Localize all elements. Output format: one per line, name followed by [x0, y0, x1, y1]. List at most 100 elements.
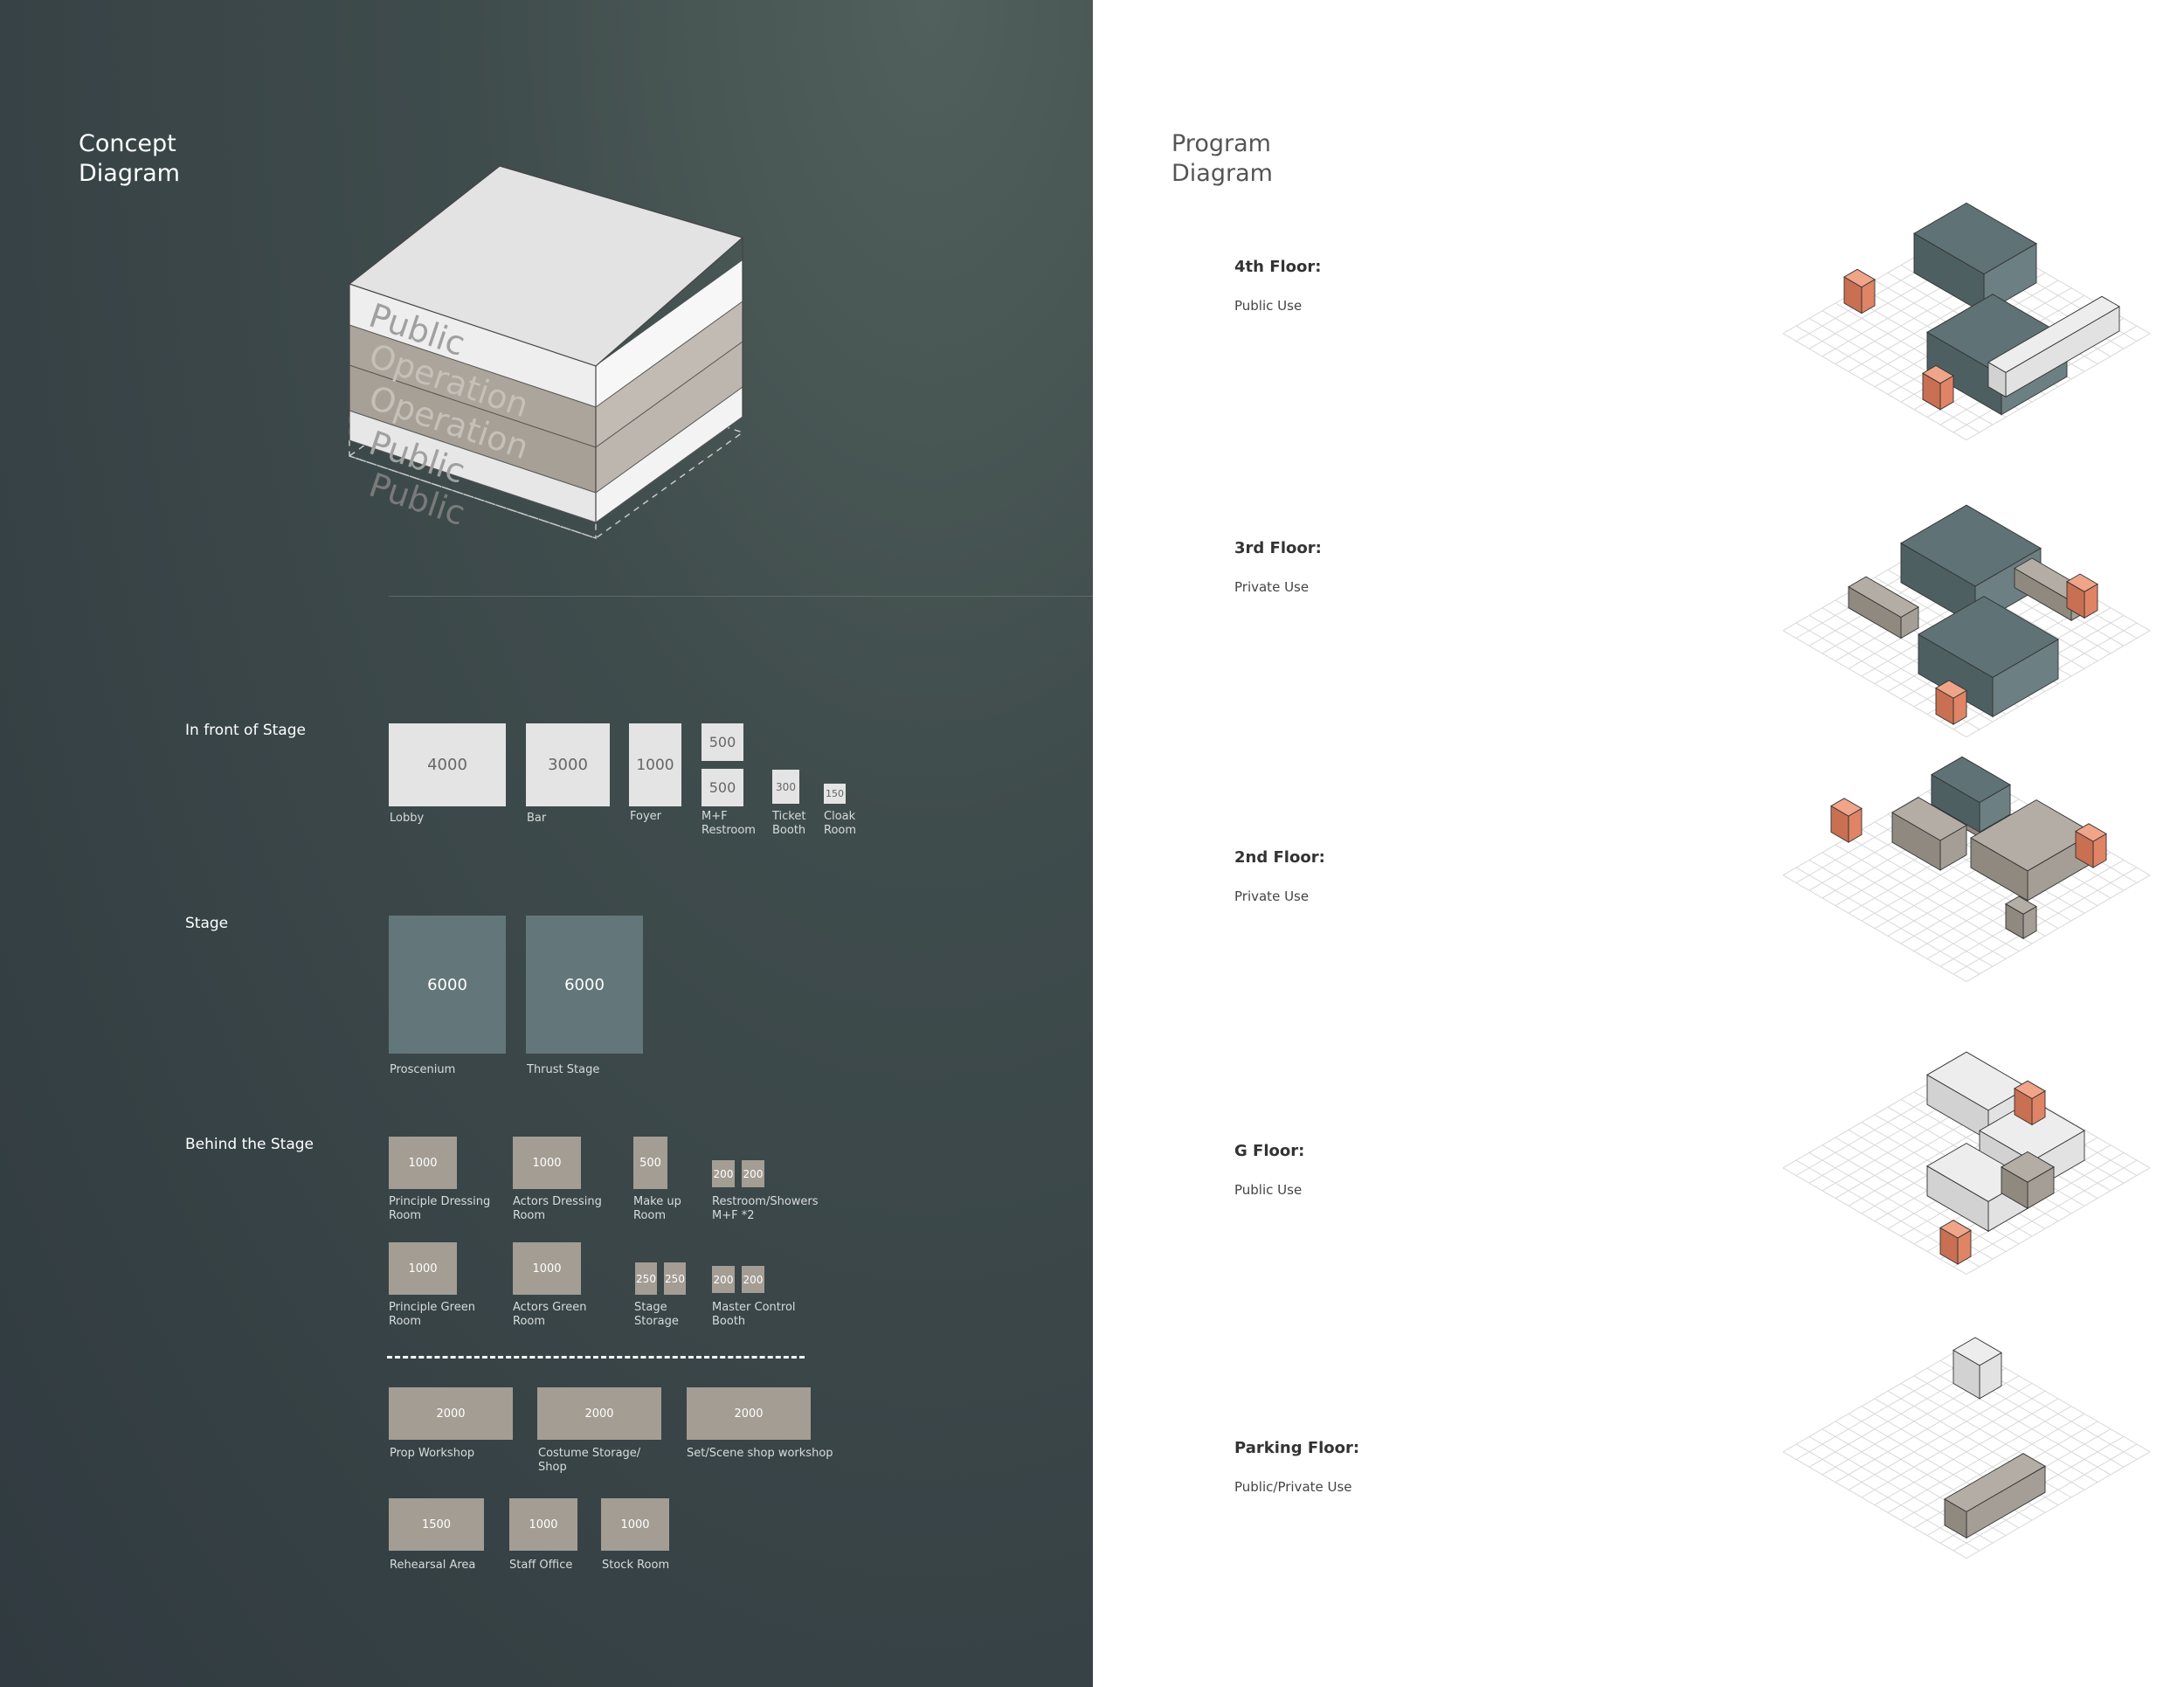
- floor-g-name: G Floor:: [1234, 1142, 1305, 1160]
- foyer-caption: Foyer: [630, 810, 662, 823]
- floor-3-name: 3rd Floor:: [1234, 539, 1322, 557]
- stage-storage-caption: Stage Storage: [634, 1301, 679, 1328]
- f3-proscenium-top: [1900, 504, 2042, 587]
- bar-caption: Bar: [527, 812, 547, 825]
- f2-op-b-top: [1970, 799, 2094, 872]
- floor-parking-name: Parking Floor:: [1234, 1439, 1360, 1457]
- principle-green-caption: Principle Green Room: [389, 1301, 475, 1328]
- lobby-caption: Lobby: [390, 812, 425, 825]
- f2-op-c-top: [1891, 797, 1967, 841]
- actors-green-caption: Actors Green Room: [513, 1301, 587, 1328]
- proscenium-caption: Proscenium: [390, 1063, 456, 1076]
- actors-green-box: 1000: [513, 1242, 581, 1295]
- f4-stair-b-top: [1843, 268, 1876, 288]
- lobby-box: 4000: [389, 723, 506, 806]
- actors-dressing-box: 1000: [513, 1137, 581, 1189]
- set-scene-shop-caption: Set/Scene shop workshop: [687, 1447, 833, 1460]
- bar-box: 3000: [526, 723, 610, 806]
- restroom-showers-box-1: 200: [712, 1160, 735, 1187]
- floor-3-use: Private Use: [1234, 579, 1310, 595]
- g-stair-b-top: [2014, 1080, 2046, 1100]
- layer-3-side: [596, 342, 743, 493]
- concept-stack-diagram: Public Operation Operation Public Public: [348, 165, 744, 540]
- dashed-separator: [387, 1356, 805, 1359]
- layer-1-side: [596, 260, 743, 407]
- floor-parking-use: Public/Private Use: [1234, 1479, 1352, 1495]
- program-title: Program Diagram: [1171, 129, 1273, 189]
- stage-storage-box-2: 250: [664, 1262, 686, 1295]
- f2-control-top: [1931, 756, 2011, 804]
- make-up-caption: Make up Room: [633, 1195, 681, 1222]
- layer-1-front: [349, 284, 596, 407]
- prop-workshop-box: 2000: [389, 1387, 513, 1440]
- f2-stair-a-top: [2075, 823, 2107, 842]
- program-title-line1: Program: [1171, 130, 1271, 157]
- thrust-stage-caption: Thrust Stage: [527, 1063, 600, 1076]
- layer-2-side: [596, 301, 743, 447]
- layer-4-front: [349, 411, 596, 522]
- layer-2-front: [349, 325, 596, 447]
- floor-2-use: Private Use: [1234, 888, 1310, 904]
- parking-service-top: [1944, 1453, 2046, 1512]
- foyer-box: 1000: [629, 723, 681, 806]
- f3-thrust-top: [1918, 596, 2059, 678]
- ticket-booth-box: 300: [772, 770, 799, 804]
- master-control-caption: Master Control Booth: [712, 1301, 796, 1328]
- stock-room-box: 1000: [601, 1498, 669, 1551]
- cloak-room-box: 150: [824, 784, 846, 804]
- staff-office-box: 1000: [509, 1498, 577, 1551]
- rehearsal-area-box: 1500: [389, 1498, 484, 1551]
- section-divider: [389, 596, 1093, 597]
- f4-stage-hall-top: [1913, 202, 2037, 275]
- master-control-box-2: 200: [742, 1266, 764, 1293]
- f2-op-d-top: [2005, 895, 2037, 915]
- prop-workshop-caption: Prop Workshop: [390, 1447, 475, 1460]
- set-scene-shop-box: 2000: [687, 1387, 811, 1440]
- program-panel: Program Diagram 4th Floor: Public Use 3r…: [1093, 0, 2184, 1687]
- g-stair-a-top: [1939, 1220, 1972, 1239]
- f2-stair-b-top: [1830, 798, 1863, 817]
- concept-panel: Concept Diagram Public Operation: [0, 0, 1093, 1687]
- costume-storage-caption: Costume Storage/ Shop: [538, 1447, 641, 1474]
- layer-5-base-outline: [348, 349, 744, 539]
- concept-title-line1: Concept: [79, 130, 176, 157]
- staff-office-caption: Staff Office: [509, 1559, 573, 1572]
- restroom-box-f: 500: [702, 769, 743, 806]
- f4-cafe-bar-top: [1987, 295, 2120, 373]
- f3-stair-a-top: [1935, 680, 1967, 699]
- floor-2-name: 2nd Floor:: [1234, 848, 1325, 867]
- program-exploded-axonometric: [1782, 202, 2151, 1559]
- g-lobby-top: [1926, 1051, 2028, 1111]
- floor-4-name: 4th Floor:: [1234, 258, 1322, 276]
- stage-storage-box-1: 250: [635, 1262, 657, 1295]
- front-of-stage-label: In front of Stage: [185, 722, 306, 739]
- cloak-room-caption: Cloak Room: [824, 810, 857, 837]
- layer-3-front: [349, 365, 596, 493]
- restroom-showers-box-2: 200: [742, 1160, 764, 1187]
- floor-g-use: Public Use: [1234, 1182, 1303, 1198]
- stock-room-caption: Stock Room: [602, 1559, 670, 1572]
- floor-4-use: Public Use: [1234, 298, 1303, 314]
- actors-dressing-caption: Actors Dressing Room: [513, 1195, 602, 1222]
- thrust-stage-box: 6000: [526, 916, 643, 1054]
- master-control-box-1: 200: [712, 1266, 735, 1293]
- g-op-block-top: [2001, 1151, 2055, 1183]
- behind-stage-label: Behind the Stage: [185, 1136, 314, 1153]
- stack-top: [349, 166, 743, 366]
- restroom-caption: M+F Restroom: [702, 810, 756, 837]
- stage-label: Stage: [185, 915, 229, 932]
- rehearsal-area-caption: Rehearsal Area: [390, 1559, 476, 1572]
- principle-dressing-caption: Principle Dressing Room: [389, 1195, 491, 1222]
- principle-green-box: 1000: [389, 1242, 457, 1295]
- parking-core-top: [1952, 1337, 2002, 1366]
- f4-stair-a-top: [1922, 364, 1954, 384]
- ticket-booth-caption: Ticket Booth: [772, 810, 806, 837]
- restroom-box-m: 500: [702, 723, 743, 761]
- concept-title-line2: Diagram: [79, 160, 180, 187]
- f3-stair-b-top: [2066, 573, 2098, 592]
- program-title-line2: Diagram: [1171, 160, 1273, 187]
- make-up-box: 500: [633, 1137, 667, 1189]
- restroom-showers-caption: Restroom/Showers M+F *2: [712, 1195, 819, 1222]
- costume-storage-box: 2000: [537, 1387, 661, 1440]
- concept-title: Concept Diagram: [79, 129, 180, 189]
